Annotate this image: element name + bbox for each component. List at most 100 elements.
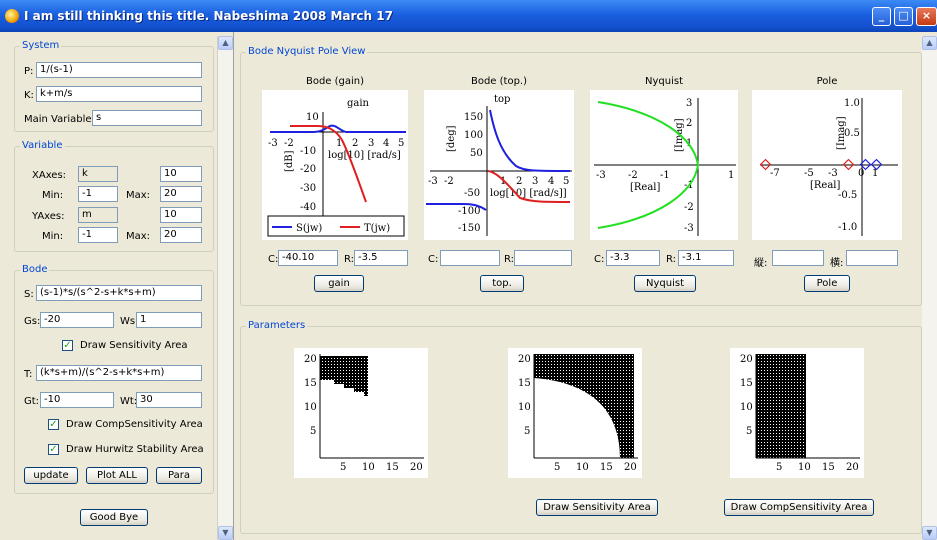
pole-ylabel: [Imag] bbox=[836, 116, 847, 150]
top-r-input[interactable] bbox=[514, 250, 572, 266]
scroll-up-icon[interactable]: ▲ bbox=[218, 36, 233, 50]
xaxes-var[interactable]: k bbox=[78, 166, 118, 182]
gain-ytick: 10 bbox=[306, 112, 319, 123]
top-xtick: 3 bbox=[532, 176, 538, 187]
good-bye-button[interactable]: Good Bye bbox=[80, 509, 148, 526]
comp-sensitivity-region bbox=[534, 354, 634, 458]
draw-hurwitz-checkbox[interactable]: ✓ bbox=[48, 444, 59, 455]
title-bar[interactable] bbox=[0, 0, 937, 32]
para-button[interactable]: Para bbox=[156, 467, 202, 484]
nyquist-plot: 3 2 1 -1 -2 -3 -3 -2 -1 1 [Real] [Imag] bbox=[590, 90, 738, 240]
nyq-r-input[interactable]: -3.1 bbox=[678, 250, 734, 266]
legend-s-label: S(jw) bbox=[296, 223, 322, 234]
ymin-input[interactable]: -1 bbox=[78, 227, 118, 243]
app-icon bbox=[5, 9, 19, 23]
nyq-xtick: -2 bbox=[628, 170, 638, 181]
plot-all-button[interactable]: Plot ALL bbox=[86, 467, 148, 484]
top-ytick: -150 bbox=[458, 223, 480, 234]
p3-ytick: 20 bbox=[740, 354, 753, 365]
minimize-button[interactable]: _ bbox=[872, 7, 891, 26]
pole-xtick: 1 bbox=[872, 168, 878, 179]
gain-ylabel: [dB] bbox=[284, 150, 295, 172]
wt-label: Wt: bbox=[120, 396, 138, 407]
ws-input[interactable]: 1 bbox=[136, 312, 202, 328]
draw-sensitivity-checkbox[interactable]: ✓ bbox=[62, 340, 73, 351]
top-xlabel: log[10] [rad/s]] bbox=[490, 188, 567, 199]
main-scroll-up-icon[interactable]: ▲ bbox=[922, 36, 937, 50]
draw-comp-sensitivity-area-button[interactable]: Draw CompSensitivity Area bbox=[724, 499, 874, 516]
gain-plot-title: gain bbox=[347, 98, 370, 109]
xmin-input[interactable]: -1 bbox=[78, 186, 118, 202]
pole-marker-blue bbox=[859, 158, 872, 171]
bode-gain-title: Bode (gain) bbox=[305, 76, 365, 87]
maximize-button[interactable]: □ bbox=[894, 7, 913, 26]
top-c-label: C: bbox=[428, 254, 439, 265]
yaxes-var[interactable]: m bbox=[78, 207, 118, 223]
gain-t-curve bbox=[290, 125, 367, 203]
k-label: K: bbox=[24, 90, 34, 101]
main-scroll-down-icon[interactable]: ▼ bbox=[922, 526, 937, 540]
scroll-down-icon[interactable]: ▼ bbox=[218, 526, 233, 540]
nyq-ytick: -2 bbox=[684, 202, 694, 213]
top-button[interactable]: top. bbox=[480, 275, 524, 292]
xmax-input[interactable]: 20 bbox=[160, 186, 202, 202]
gs-input[interactable]: -20 bbox=[40, 312, 114, 328]
nyq-c-input[interactable]: -3.3 bbox=[606, 250, 660, 266]
top-ytick: 150 bbox=[464, 112, 483, 123]
update-button[interactable]: update bbox=[24, 467, 78, 484]
gain-xtick: -2 bbox=[284, 138, 294, 149]
s-input[interactable]: (s-1)*s/(s^2-s+k*s+m) bbox=[36, 285, 202, 301]
t-label: T: bbox=[24, 369, 33, 380]
ws-label: Ws: bbox=[120, 316, 139, 327]
main-variable-input[interactable]: s bbox=[92, 110, 202, 126]
top-s-curve-upper bbox=[489, 109, 571, 172]
xaxes-count-input[interactable]: 10 bbox=[160, 166, 202, 182]
left-scrollbar[interactable]: ▲ ▼ bbox=[217, 36, 233, 540]
top-c-input[interactable] bbox=[440, 250, 500, 266]
pole-r-label: 横: bbox=[830, 258, 844, 269]
main-scrollbar[interactable]: ▲ ▼ bbox=[922, 36, 937, 540]
top-t-curve bbox=[487, 170, 571, 203]
p-input[interactable]: 1/(s-1) bbox=[36, 62, 202, 78]
nyquist-curve bbox=[597, 101, 700, 229]
top-xtick: -2 bbox=[444, 176, 454, 187]
view-legend: Bode Nyquist Pole View bbox=[246, 46, 368, 57]
pole-xlabel: [Real] bbox=[810, 180, 841, 191]
pole-ytick: 1.0 bbox=[844, 98, 860, 109]
yaxes-count-input[interactable]: 10 bbox=[160, 207, 202, 223]
draw-sensitivity-area-button[interactable]: Draw Sensitivity Area bbox=[536, 499, 658, 516]
wt-input[interactable]: 30 bbox=[136, 392, 202, 408]
hurwitz-region bbox=[756, 354, 806, 458]
nyquist-button[interactable]: Nyquist bbox=[634, 275, 696, 292]
nyq-ytick: 3 bbox=[686, 98, 692, 109]
top-ytick: 50 bbox=[470, 148, 483, 159]
view-group bbox=[240, 52, 922, 306]
gain-c-input[interactable]: -40.10 bbox=[278, 250, 338, 266]
top-ytick: -100 bbox=[458, 206, 480, 217]
top-xtick: 4 bbox=[548, 176, 554, 187]
pole-r-input[interactable] bbox=[846, 250, 898, 266]
k-input[interactable]: k+m/s bbox=[36, 86, 202, 102]
comp-sensitivity-area-plot: 20 15 10 5 5 10 15 20 bbox=[508, 348, 642, 478]
pole-button[interactable]: Pole bbox=[804, 275, 850, 292]
pole-ytick: -1.0 bbox=[838, 222, 857, 233]
pole-c-input[interactable] bbox=[772, 250, 824, 266]
gain-r-input[interactable]: -3.5 bbox=[354, 250, 408, 266]
close-button[interactable]: × bbox=[916, 7, 937, 26]
p2-xtick: 15 bbox=[600, 462, 613, 473]
pole-c-label: 縦: bbox=[754, 258, 768, 269]
main-variable-label: Main Variable: bbox=[24, 114, 95, 125]
gt-input[interactable]: -10 bbox=[40, 392, 114, 408]
t-input[interactable]: (k*s+m)/(s^2-s+k*s+m) bbox=[36, 365, 202, 381]
variable-legend: Variable bbox=[20, 140, 65, 151]
draw-hurwitz-label: Draw Hurwitz Stability Area bbox=[66, 444, 204, 455]
draw-comp-checkbox[interactable]: ✓ bbox=[48, 419, 59, 430]
nyquist-title: Nyquist bbox=[645, 76, 683, 87]
ymax-input[interactable]: 20 bbox=[160, 227, 202, 243]
parameters-group bbox=[240, 326, 922, 534]
top-xtick: -3 bbox=[428, 176, 438, 187]
p2-xtick: 5 bbox=[554, 462, 560, 473]
gain-button[interactable]: gain bbox=[314, 275, 364, 292]
p1-ytick: 15 bbox=[304, 378, 317, 389]
gain-s-curve bbox=[270, 124, 406, 133]
